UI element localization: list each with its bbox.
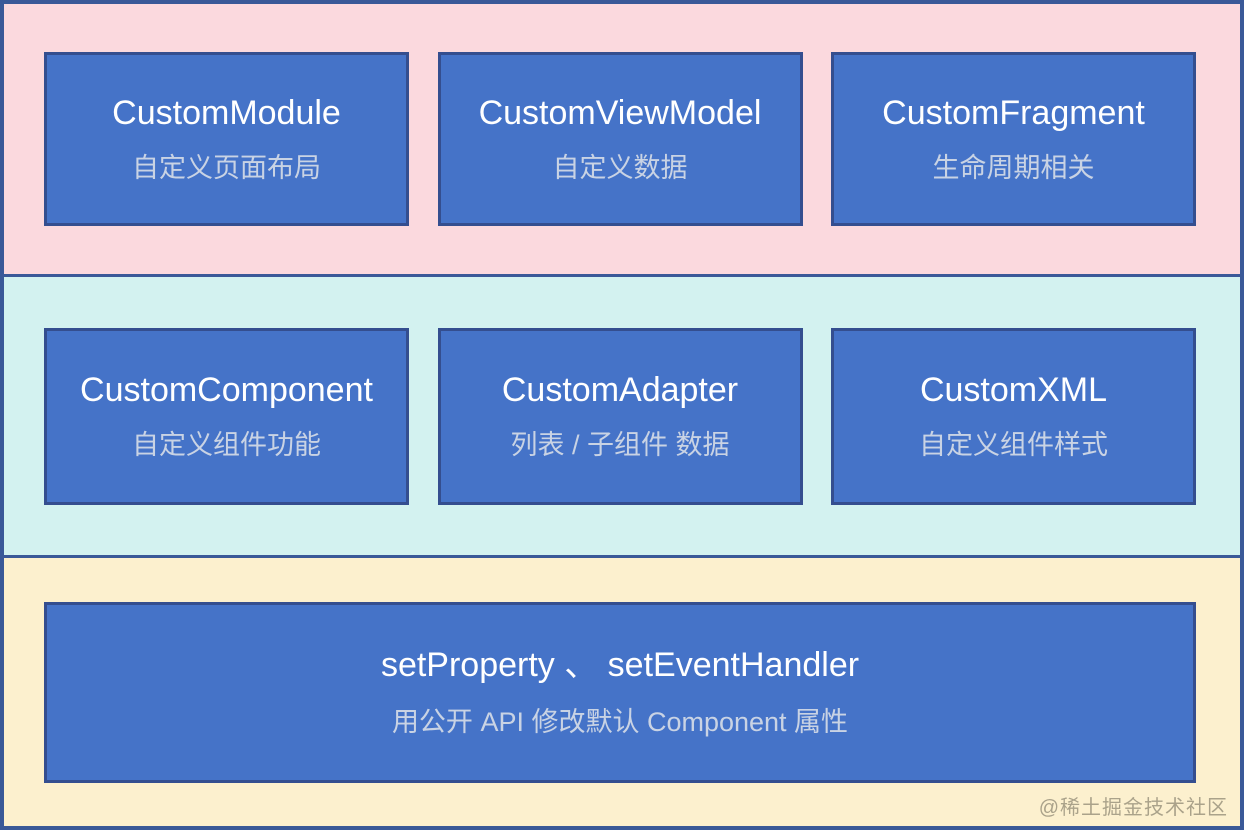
layer-api-band: setProperty 、 setEventHandler 用公开 API 修改…	[4, 558, 1240, 826]
box-subtitle: 生命周期相关	[932, 153, 1095, 184]
box-subtitle: 用公开 API 修改默认 Component 属性	[391, 706, 849, 737]
box-subtitle: 自定义组件功能	[132, 430, 321, 461]
box-set-property-event-handler: setProperty 、 setEventHandler 用公开 API 修改…	[44, 601, 1196, 783]
box-subtitle: 自定义数据	[552, 153, 688, 184]
box-title: CustomComponent	[80, 370, 373, 409]
box-custom-viewmodel: CustomViewModel 自定义数据	[437, 52, 803, 226]
box-custom-adapter: CustomAdapter 列表 / 子组件 数据	[437, 327, 803, 505]
box-title: CustomXML	[919, 370, 1108, 409]
box-title: setProperty 、 setEventHandler	[380, 646, 860, 685]
box-custom-xml: CustomXML 自定义组件样式	[831, 327, 1196, 505]
box-title: CustomModule	[112, 93, 341, 132]
box-custom-fragment: CustomFragment 生命周期相关	[831, 52, 1196, 226]
box-title: CustomFragment	[882, 93, 1145, 132]
box-custom-module: CustomModule 自定义页面布局	[44, 52, 409, 226]
box-title: CustomViewModel	[478, 93, 762, 132]
juejin-watermark: @稀土掘金技术社区	[1038, 797, 1228, 819]
box-subtitle: 自定义页面布局	[132, 153, 321, 184]
box-custom-component: CustomComponent 自定义组件功能	[44, 327, 409, 505]
box-title: CustomAdapter	[501, 370, 739, 409]
layer-component-band: CustomComponent 自定义组件功能 CustomAdapter 列表…	[4, 277, 1240, 558]
box-subtitle: 自定义组件样式	[919, 430, 1108, 461]
box-subtitle: 列表 / 子组件 数据	[510, 430, 730, 461]
layer-page-band: CustomModule 自定义页面布局 CustomViewModel 自定义…	[4, 4, 1240, 277]
